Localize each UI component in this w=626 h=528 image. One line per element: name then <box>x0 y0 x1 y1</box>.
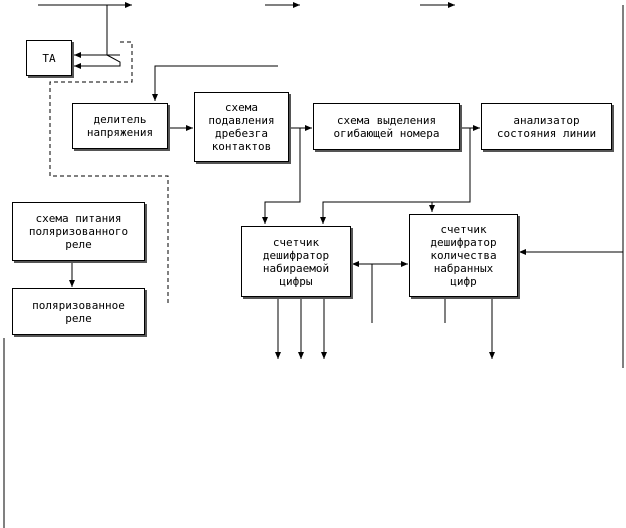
line-input-divider <box>152 65 278 101</box>
dashed-link <box>49 41 169 305</box>
power-block: схема питания поляризованного реле <box>12 202 145 261</box>
relay-block: поляризованное реле <box>12 288 145 335</box>
debounce-block: схема подавления дребезга контактов <box>194 92 289 162</box>
ta-block: ТА <box>26 40 72 76</box>
analyzer-block: анализатор состояния линии <box>481 103 612 150</box>
count-counter-block: счетчик дешифратор количества набранных … <box>409 214 518 297</box>
envelope-block: схема выделения огибающей номера <box>313 103 460 150</box>
arrow-envelope-counters <box>320 128 471 224</box>
arrow-debounce-digit <box>262 128 301 224</box>
divider-block: делитель напряжения <box>72 103 168 149</box>
contact-switch <box>80 54 121 67</box>
digit-counter-block: счетчик дешифратор набираемой цифры <box>241 226 351 297</box>
